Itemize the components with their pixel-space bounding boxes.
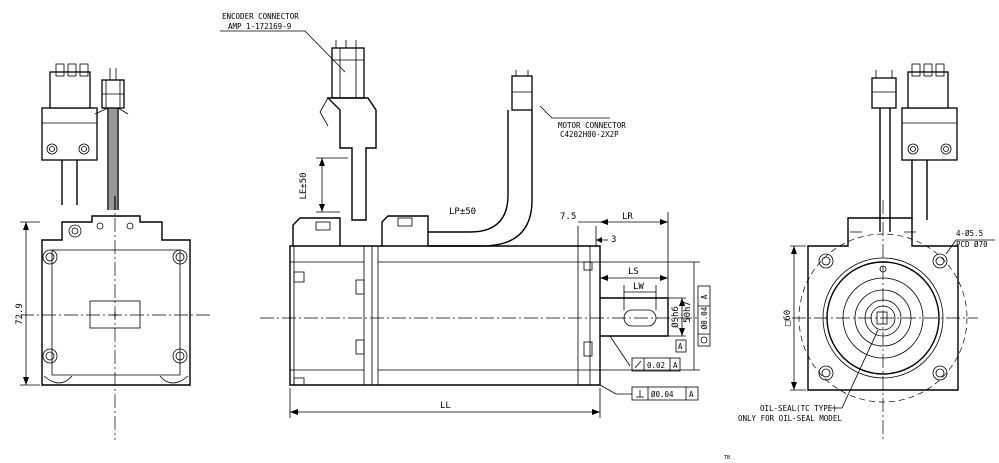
dim-pcd: PCD Ø70 xyxy=(956,240,988,249)
encoder-connector-label: ENCODER CONNECTOR xyxy=(222,12,299,21)
front-view: □60 4-Ø5.5 PCD Ø70 OIL-SEAL(TC TYPE) ONL… xyxy=(738,63,995,440)
rear-view: 72.9 xyxy=(15,63,210,440)
encoder-connector xyxy=(331,47,365,99)
tol-runout-datum: A xyxy=(673,361,678,370)
dim-holes: 4-Ø5.5 xyxy=(956,229,983,238)
dim-pilot-dia: 50h7 xyxy=(683,301,693,323)
pilot-tolerance-frame xyxy=(697,285,711,347)
stray-mark: TB xyxy=(724,455,730,461)
dim-square: □60 xyxy=(783,310,793,326)
datum-a: A xyxy=(678,342,683,351)
tol-pilot-datum: A xyxy=(700,294,709,299)
oil-seal-note: ONLY FOR OIL-SEAL MODEL xyxy=(738,414,842,423)
dim-7-5: 7.5 xyxy=(560,212,576,222)
dim-ll: LL xyxy=(440,401,451,411)
tol-perp-datum: A xyxy=(689,390,694,399)
dim-le: LE±50 xyxy=(299,172,309,199)
tol-runout: 0.02 xyxy=(647,361,665,370)
tol-perp: Ø0.04 xyxy=(651,390,674,399)
dim-3: 3 xyxy=(611,235,616,245)
runout-frame xyxy=(631,357,681,372)
motor-body xyxy=(289,245,601,386)
rear-encoder-block xyxy=(41,107,98,161)
tol-pilot: Ø0.04 xyxy=(700,306,709,329)
motor-connector xyxy=(511,75,533,111)
perp-frame xyxy=(631,386,699,401)
dim-shaft-dia: ØSh6 xyxy=(670,306,681,328)
side-view: LE±50 ENCODER CONNECTOR AMP 1-172169-9 L… xyxy=(220,12,711,418)
motor-connector-part: C4202H00-2X2P xyxy=(560,130,619,139)
dim-ls: LS xyxy=(628,267,639,277)
dim-height: 72.9 xyxy=(15,303,25,325)
encoder-connector-part: AMP 1-172169-9 xyxy=(228,22,291,31)
motor-connector-label: MOTOR CONNECTOR xyxy=(558,121,626,130)
front-encoder-block xyxy=(901,107,958,161)
dim-lw: LW xyxy=(633,282,644,292)
oil-seal-label: OIL-SEAL(TC TYPE) xyxy=(760,404,837,413)
dim-lr: LR xyxy=(622,212,633,222)
dim-lp: LP±50 xyxy=(449,207,476,217)
